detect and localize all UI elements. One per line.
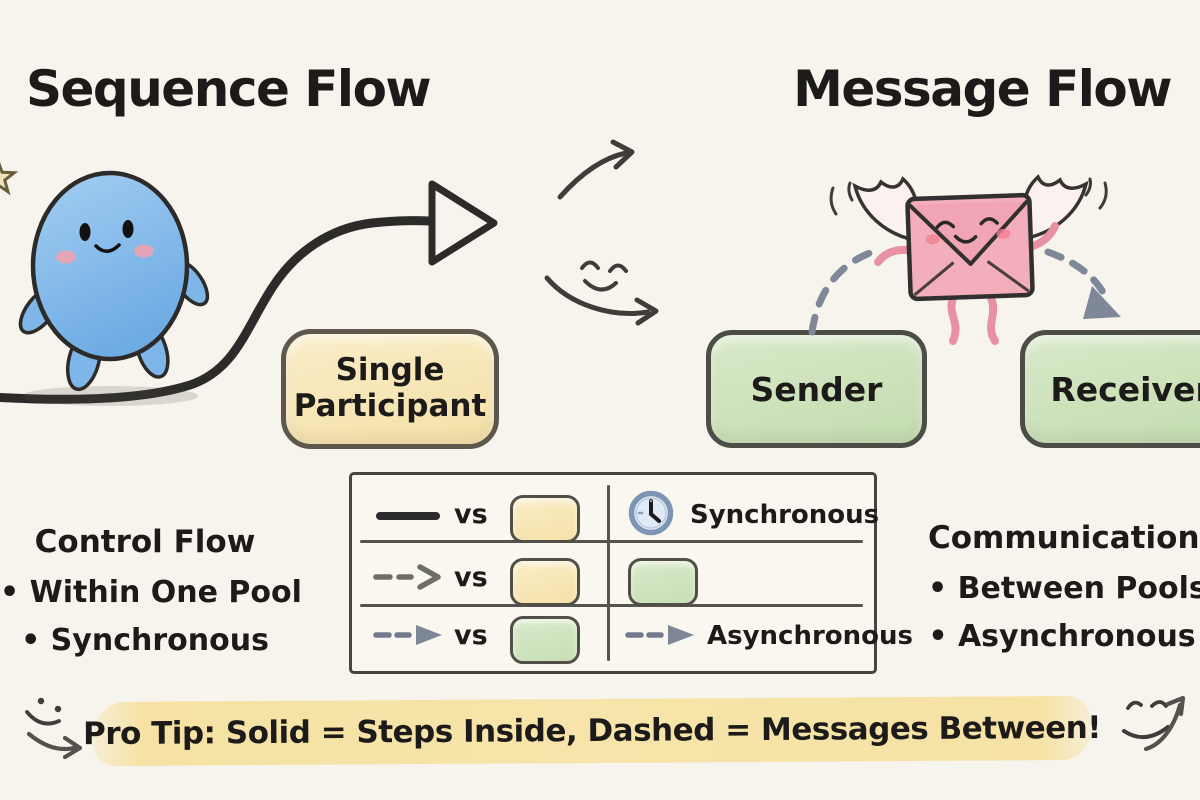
node-receiver-label: Receiver <box>1050 369 1200 409</box>
control-flow-panel: Control Flow • Within One Pool • Synchro… <box>0 524 302 671</box>
title-sequence-flow: Sequence Flow <box>26 60 432 118</box>
message-flow-dashed-arc-left <box>808 246 882 336</box>
left-wing <box>852 176 920 243</box>
synchronous-label: Synchronous <box>690 500 880 530</box>
node-sender: Sender <box>706 330 927 448</box>
table-vertical-divider <box>607 485 610 661</box>
right-wing <box>1021 174 1089 241</box>
asynchronous-label: Asynchronous <box>707 621 914 651</box>
winged-envelope-illustration <box>829 174 1108 345</box>
node-sender-label: Sender <box>750 369 883 409</box>
blue-character-illustration <box>18 170 210 406</box>
comparison-table: vs Synchronous vs vs Asynchronous <box>349 472 913 674</box>
title-message-flow: Message Flow <box>793 60 1172 118</box>
dashed-solid-arrow-icon <box>625 625 694 645</box>
doodle-arrow-down-icon <box>544 275 659 326</box>
communication-item: • Between Pools <box>928 571 1200 606</box>
solid-line-glyph <box>376 512 440 520</box>
motion-dashes-right <box>1084 177 1108 210</box>
clock-icon <box>628 490 674 536</box>
doodle-smiley-icon <box>580 260 628 292</box>
bottom-left-doodle-icon <box>25 697 83 760</box>
bottom-right-doodle-icon <box>1122 695 1186 752</box>
control-flow-item: • Within One Pool <box>0 575 302 610</box>
communication-heading: Communication <box>928 520 1200 556</box>
vs-label: vs <box>454 562 488 593</box>
node-single-participant-label: Single Participant <box>293 352 487 424</box>
pro-tip-text: Pro Tip: Solid = Steps Inside, Dashed = … <box>82 709 1102 753</box>
node-single-participant: Single Participant <box>281 329 499 449</box>
table-horizontal-divider <box>360 540 863 543</box>
communication-panel: Communication • Between Pools • Asynchro… <box>928 520 1200 667</box>
dashed-solid-arrow-icon <box>373 625 442 645</box>
motion-dashes-left <box>829 181 854 216</box>
yellow-task-box-icon <box>510 495 580 543</box>
green-pool-box-icon <box>510 616 580 664</box>
message-flow-dashed-arc-right <box>1044 248 1121 319</box>
green-pool-box-icon <box>628 558 698 606</box>
vs-label: vs <box>454 499 488 530</box>
table-horizontal-divider <box>360 604 863 607</box>
dashed-open-arrow-icon <box>373 564 441 590</box>
control-flow-heading: Control Flow <box>34 524 256 560</box>
star-doodle <box>0 162 19 196</box>
node-receiver: Receiver <box>1020 330 1200 448</box>
vs-label: vs <box>454 620 488 651</box>
doodle-arrow-up-icon <box>557 139 635 200</box>
pro-tip-highlight: Pro Tip: Solid = Steps Inside, Dashed = … <box>83 695 1101 767</box>
communication-item: • Asynchronous <box>928 619 1196 654</box>
control-flow-item: • Synchronous <box>21 623 269 658</box>
yellow-task-box-icon <box>510 558 580 606</box>
